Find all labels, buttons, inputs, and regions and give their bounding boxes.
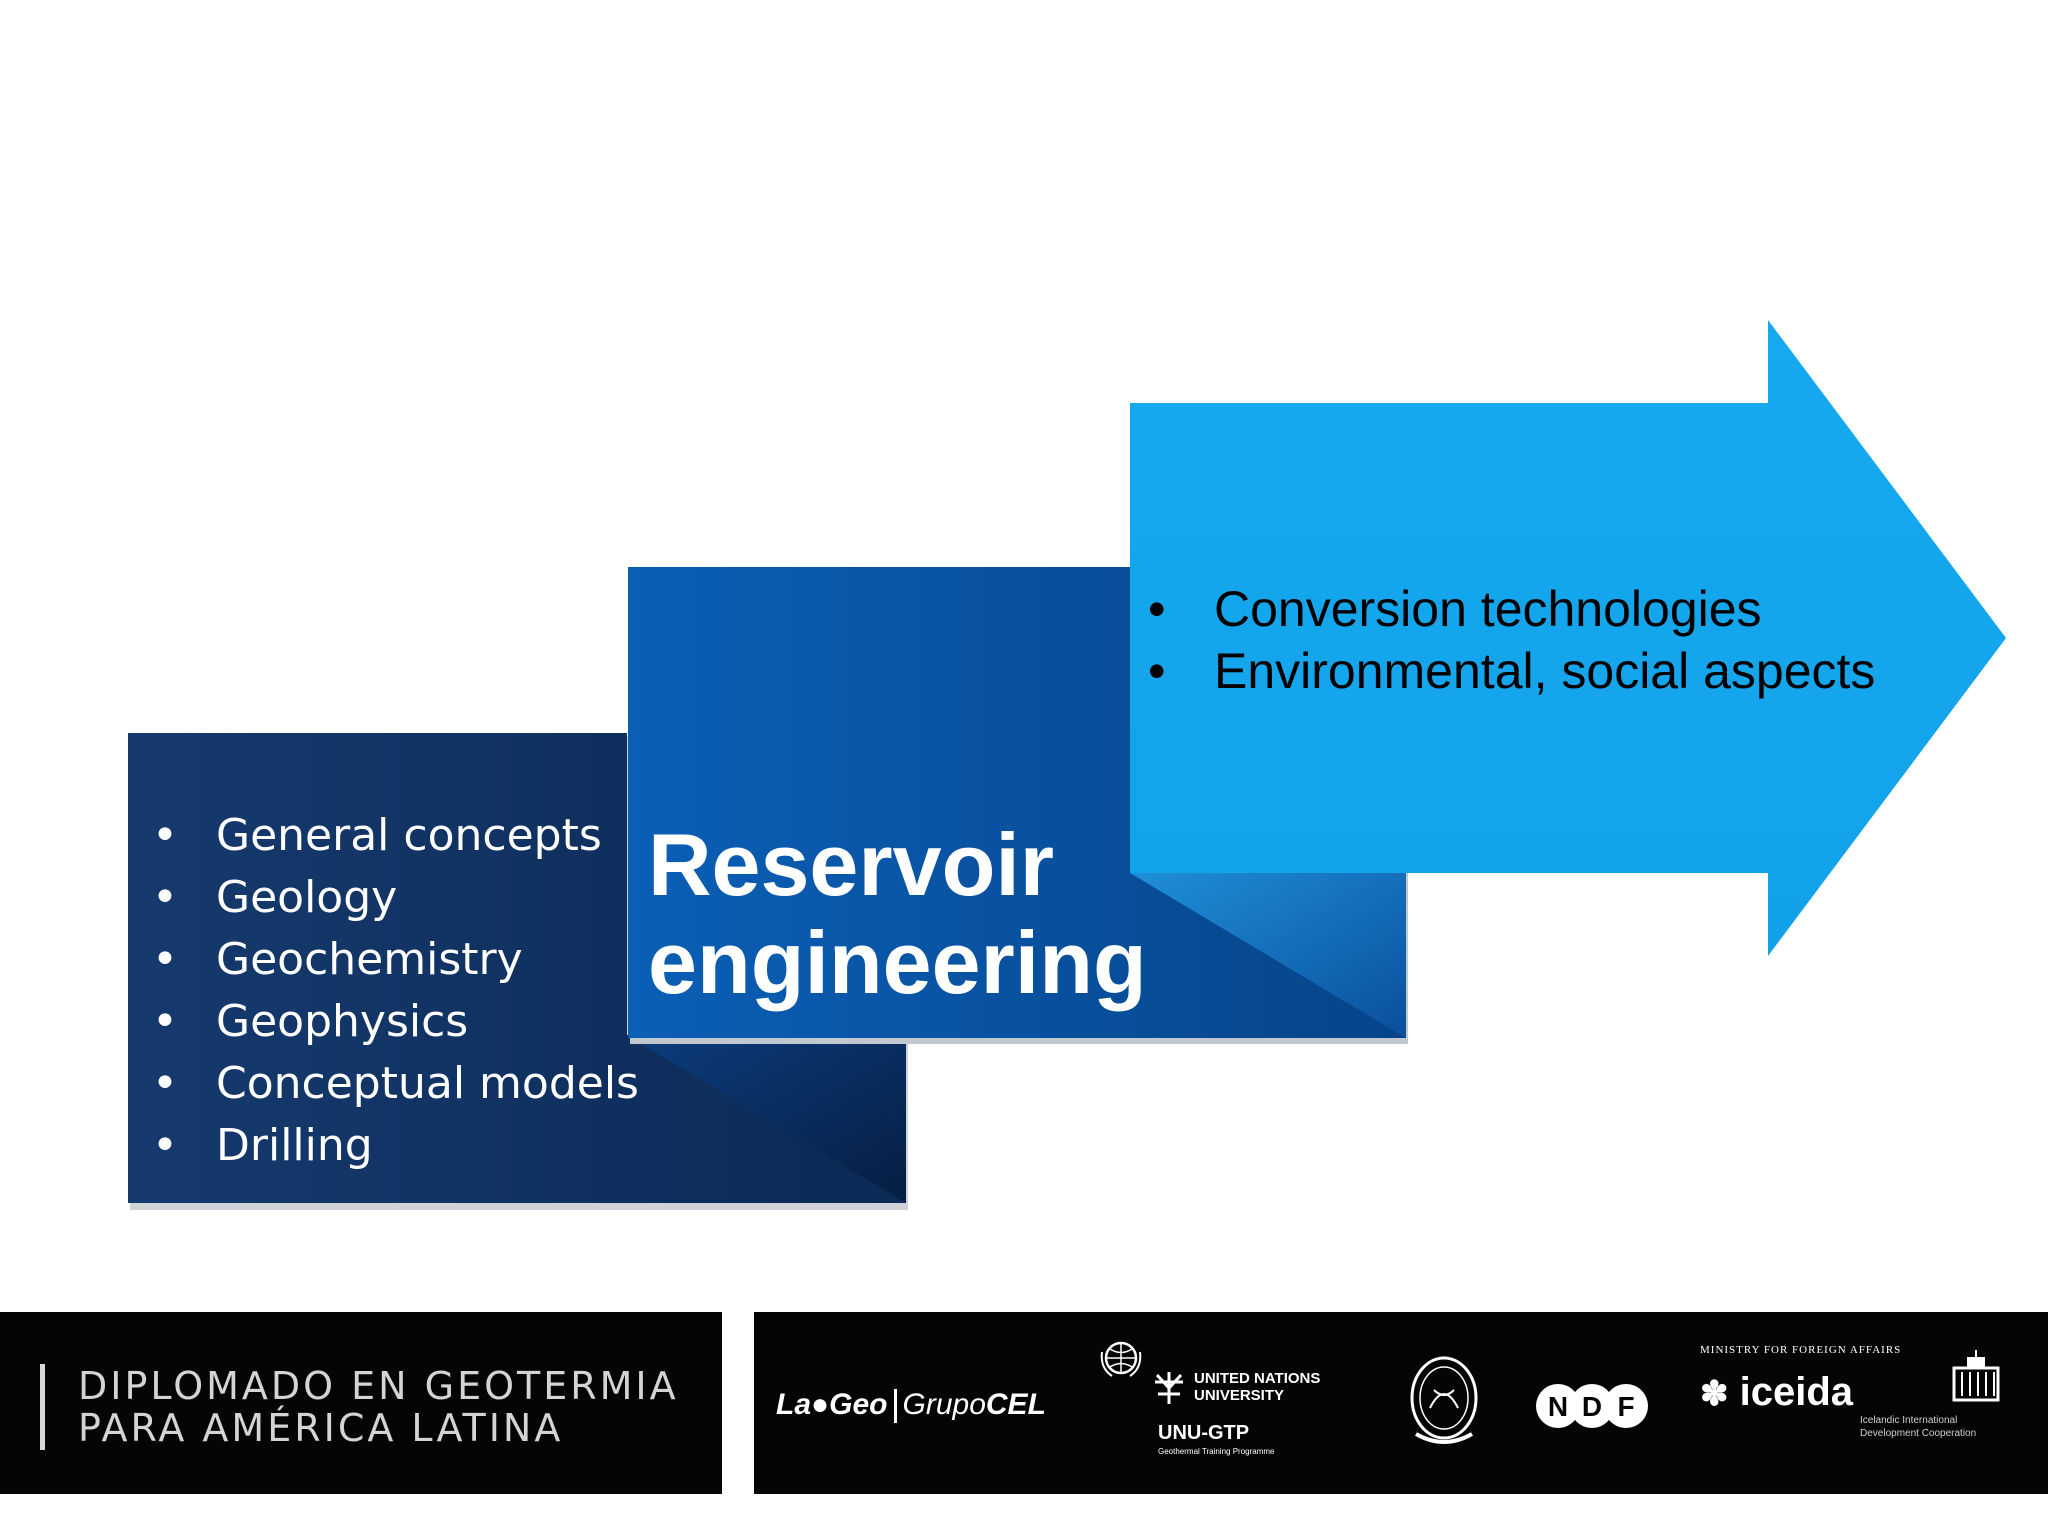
list-item: • Drilling xyxy=(148,1115,639,1177)
list-item-text: Conversion technologies xyxy=(1214,581,1762,637)
unu-line1: UNITED NATIONS xyxy=(1194,1370,1321,1387)
bullet-icon: • xyxy=(152,934,178,985)
list-item: • Geochemistry xyxy=(148,929,639,991)
list-item-text: Geology xyxy=(216,872,398,923)
lageo-globe-icon: ● xyxy=(811,1388,830,1421)
list-item: • General concepts xyxy=(148,805,639,867)
footer-program-banner: DIPLOMADO EN GEOTERMIA PARA AMÉRICA LATI… xyxy=(0,1312,722,1494)
logo-separator xyxy=(893,1389,897,1424)
ndf-logo: N D F xyxy=(1534,1372,1654,1447)
banner-divider xyxy=(40,1364,45,1450)
bullet-icon: • xyxy=(152,996,178,1047)
el-salvador-seal-icon xyxy=(1404,1350,1484,1459)
grupo-text: Grupo xyxy=(902,1388,986,1421)
list-item-text: Drilling xyxy=(216,1120,373,1171)
list-item-text: Conceptual models xyxy=(216,1058,639,1109)
bullet-icon: • xyxy=(1148,581,1166,637)
list-item-text: Geochemistry xyxy=(216,934,523,985)
step3-topic-list: • Conversion technologies • Environmental,… xyxy=(1148,578,1875,702)
list-item: • Environmental, social aspects xyxy=(1148,640,1875,702)
program-title-line2: PARA AMÉRICA LATINA xyxy=(78,1406,564,1450)
bullet-icon: • xyxy=(152,1058,178,1109)
bullet-icon: • xyxy=(1148,643,1166,699)
un-emblem-icon xyxy=(1098,1338,1144,1385)
list-item-text: Environmental, social aspects xyxy=(1214,643,1876,699)
step1-fold xyxy=(627,1035,906,1203)
step2-fold xyxy=(1130,873,1406,1038)
unu-line2: UNIVERSITY xyxy=(1194,1387,1285,1404)
step2-title: Reservoir engineering xyxy=(648,816,1147,1012)
unu-gtp-text: UNU-GTP xyxy=(1158,1422,1250,1444)
lageo-la-text: La xyxy=(776,1388,812,1421)
lageo-grupocel-logo: La●Geo GrupoCEL xyxy=(776,1388,1046,1424)
list-item-text: Geophysics xyxy=(216,996,469,1047)
program-title-line1: DIPLOMADO EN GEOTERMIA xyxy=(78,1364,679,1408)
unu-emblem-icon xyxy=(1155,1372,1183,1404)
unu-gtp-subtitle: Geothermal Training Programme xyxy=(1158,1447,1275,1456)
ndf-letter-f: F xyxy=(1617,1391,1634,1422)
step2-title-line1: Reservoir xyxy=(648,815,1055,914)
lageo-geo-text: Geo xyxy=(829,1388,888,1421)
bullet-icon: • xyxy=(152,872,178,923)
bullet-icon: • xyxy=(152,1120,178,1171)
step1-topic-list: • General concepts • Geology • Geochemistry… xyxy=(148,805,639,1177)
iceida-subtitle: Icelandic International Development Coop… xyxy=(1860,1414,1976,1440)
ministry-text: MINISTRY FOR FOREIGN AFFAIRS xyxy=(1700,1344,1902,1356)
footer-partner-logos: La●Geo GrupoCEL UNITED NATIONS UNIVERSITY… xyxy=(754,1312,2048,1494)
iceida-text: iceida xyxy=(1739,1370,1854,1414)
iceida-subtitle-line1: Icelandic International xyxy=(1860,1415,1958,1426)
cel-text: CEL xyxy=(985,1388,1046,1421)
parliament-building-icon xyxy=(1950,1348,2002,1409)
list-item: • Conversion technologies xyxy=(1148,578,1875,640)
unu-gtp-logo: UNITED NATIONS UNIVERSITY UNU-GTP Geothe… xyxy=(1152,1370,1320,1456)
list-item: • Conceptual models xyxy=(148,1053,639,1115)
ndf-letter-d: D xyxy=(1582,1391,1602,1422)
list-item: • Geophysics xyxy=(148,991,639,1053)
list-item-text: General concepts xyxy=(216,810,602,861)
list-item: • Geology xyxy=(148,867,639,929)
iceida-brand: ✽ iceida xyxy=(1700,1370,1901,1415)
snowflake-icon: ✽ xyxy=(1700,1375,1729,1413)
step2-title-line2: engineering xyxy=(648,913,1147,1012)
ndf-letter-n: N xyxy=(1548,1391,1568,1422)
bullet-icon: • xyxy=(152,810,178,861)
iceida-logo: MINISTRY FOR FOREIGN AFFAIRS ✽ iceida Ic… xyxy=(1700,1344,1976,1439)
step3-arrow xyxy=(1130,320,2006,956)
iceida-subtitle-line2: Development Cooperation xyxy=(1860,1428,1977,1439)
